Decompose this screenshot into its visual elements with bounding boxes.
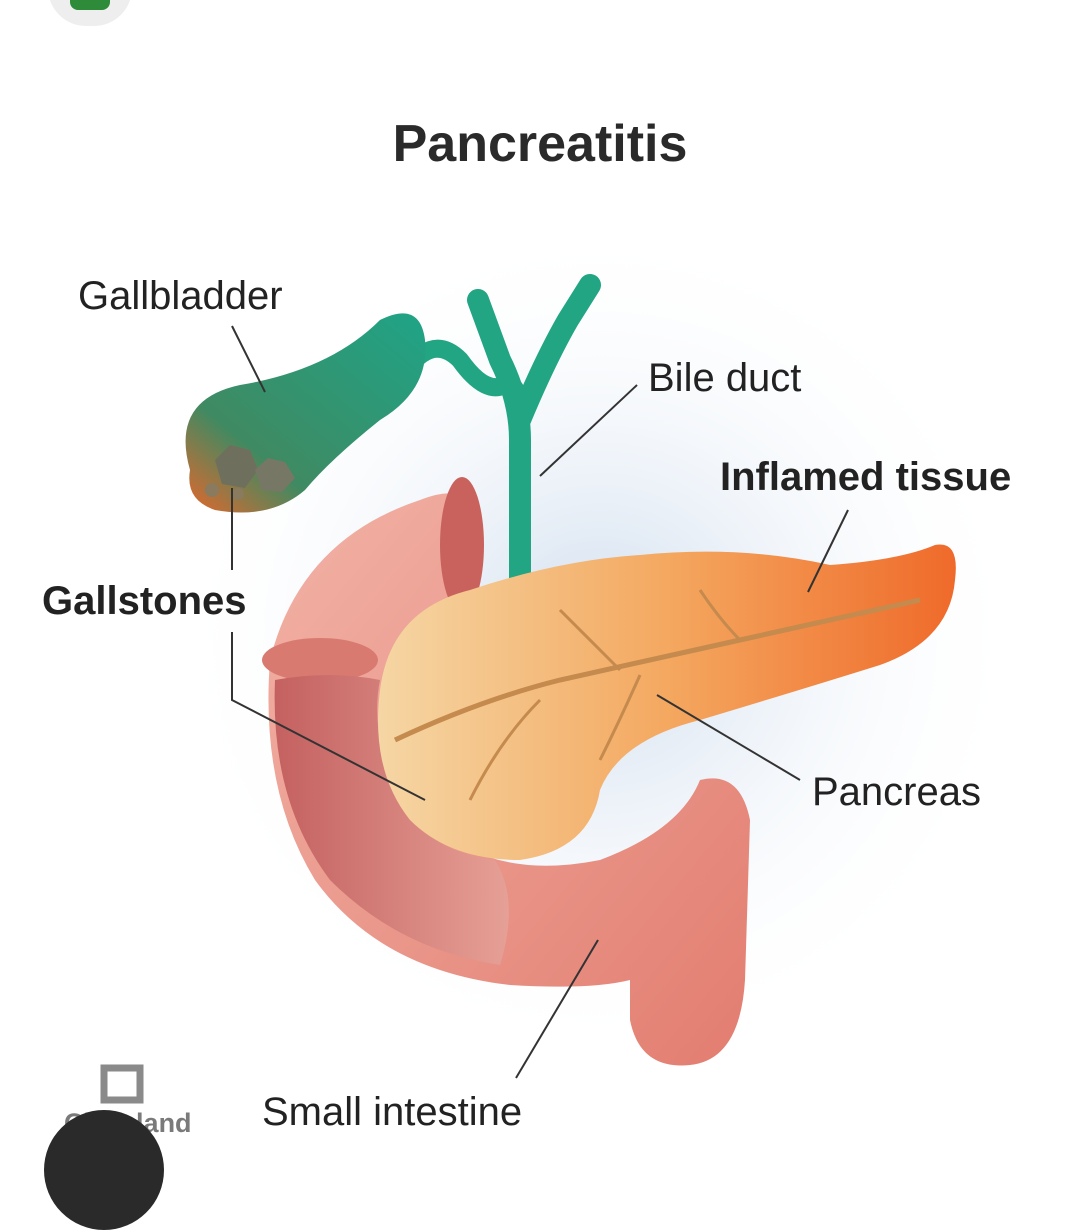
gallstone [215, 445, 258, 488]
intestine-opening-left [262, 638, 378, 682]
cystic-duct-shape [391, 339, 529, 429]
gallstone [255, 458, 295, 492]
leader-gallbladder [231, 325, 266, 393]
pancreatic-duct-branch [468, 589, 742, 801]
leader-inflamed [807, 509, 849, 593]
label-small-intestine: Small intestine [262, 1090, 523, 1134]
label-bile-duct: Bile duct [648, 356, 802, 400]
cleveland-clinic-cross-icon [100, 1064, 144, 1104]
leader-bile-duct [539, 384, 638, 477]
gallstone [232, 488, 244, 500]
diagram-canvas: Pancreatitis Gallbladder Bile duct Infla… [42, 0, 1030, 1230]
intestine-opening-upper [440, 477, 484, 613]
pancreatic-duct [393, 597, 921, 743]
gallstones-cluster [205, 445, 295, 500]
intestine-lumen [274, 675, 509, 965]
gallstone [205, 483, 219, 497]
diagram-title: Pancreatitis [392, 115, 688, 173]
label-gallbladder: Gallbladder [78, 274, 283, 318]
anatomy-illustration [100, 220, 1030, 1104]
label-gallstones: Gallstones [42, 579, 247, 623]
leader-gallstones-down [231, 632, 426, 801]
label-inflamed-tissue: Inflamed tissue [720, 455, 1012, 499]
app-icon [70, 0, 110, 10]
leader-lines [231, 325, 849, 1079]
floating-action-button[interactable] [44, 1110, 164, 1230]
leader-small-intestine [515, 939, 599, 1079]
label-pancreas: Pancreas [812, 770, 981, 814]
leader-pancreas [656, 694, 801, 781]
